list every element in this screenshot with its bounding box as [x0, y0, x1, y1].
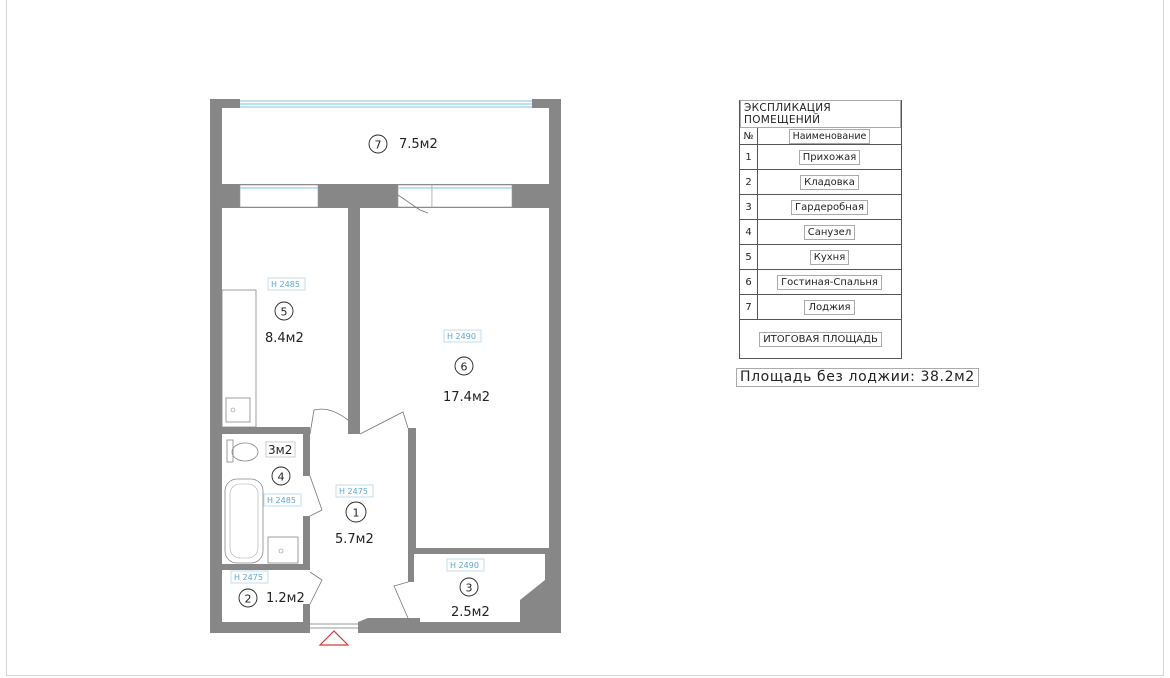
living-window — [431, 184, 513, 208]
legend-row-name: Гардеробная — [791, 199, 868, 215]
legend-header-name: Наименование — [758, 128, 901, 144]
legend-header-row: № Наименование — [740, 128, 901, 145]
wardrobe-door — [393, 581, 409, 619]
legend-row-num: 6 — [740, 270, 758, 294]
kitchen-window — [239, 184, 319, 208]
toilet-tank — [226, 439, 234, 463]
storage-top-wall — [222, 564, 310, 570]
room-3-marker — [459, 577, 479, 597]
legend-row-num: 7 — [740, 295, 758, 319]
legend-row-name: Кладовка — [800, 174, 859, 190]
legend-row-num: 5 — [740, 245, 758, 269]
legend-row-num: 1 — [740, 145, 758, 169]
room-1-number: 1 — [353, 507, 360, 520]
legend-row: 1 Прихожая — [740, 145, 901, 170]
legend-row: 4 Санузел — [740, 220, 901, 245]
room-4-marker — [271, 466, 291, 486]
legend-row: 5 Кухня — [740, 245, 901, 270]
kitchen-sink — [225, 397, 251, 423]
room-4-area: 3м2 — [268, 443, 292, 457]
bathroom-right-wall — [303, 434, 310, 476]
legend-row-num: 4 — [740, 220, 758, 244]
bathroom-sink — [267, 536, 299, 564]
legend-total-row: ИТОГОВАЯ ПЛОЩАДЬ — [740, 320, 901, 358]
legend-total-label: ИТОГОВАЯ ПЛОЩАДЬ — [759, 331, 882, 347]
room-7-area: 7.5м2 — [399, 137, 438, 152]
legend-row-name: Санузел — [803, 224, 856, 240]
legend-row-name: Гостиная-Спальня — [777, 274, 882, 290]
room-3-area: 2.5м2 — [451, 605, 490, 620]
room-4-number: 4 — [278, 471, 285, 484]
room-1-height: Н 2475 — [339, 487, 368, 496]
room-1-marker — [345, 501, 367, 523]
legend-header-num: № — [740, 128, 758, 144]
bathroom-door — [309, 475, 323, 517]
room-5-height: Н 2485 — [271, 280, 300, 289]
page-border — [6, 0, 1164, 676]
kitchen-counter — [221, 289, 257, 428]
kitchen-door — [309, 408, 349, 435]
wardrobe-top-wall — [408, 548, 549, 554]
legend-row-name: Лоджия — [804, 299, 855, 315]
legend-row-name: Прихожая — [798, 149, 861, 165]
legend-row: 6 Гостиная-Спальня — [740, 270, 901, 295]
room-7-number: 7 — [375, 139, 382, 152]
room-1-area: 5.7м2 — [335, 532, 374, 547]
legend-row-num: 3 — [740, 195, 758, 219]
room-2-number: 2 — [245, 593, 252, 606]
partition-kitchen-living — [348, 208, 360, 434]
room-3-height: Н 2490 — [450, 561, 479, 570]
room-legend-table: ЭКСПЛИКАЦИЯ ПОМЕЩЕНИЙ № Наименование 1 П… — [739, 100, 902, 359]
room-2-height: Н 2475 — [234, 573, 263, 582]
living-door — [359, 411, 409, 435]
legend-row-num: 2 — [740, 170, 758, 194]
legend-row-name: Кухня — [809, 249, 850, 265]
hall-right-wall — [408, 428, 416, 548]
legend-row: 3 Гардеробная — [740, 195, 901, 220]
room-6-marker — [454, 356, 474, 376]
toilet-icon — [231, 442, 259, 462]
legend-title: ЭКСПЛИКАЦИЯ ПОМЕЩЕНИЙ — [740, 100, 901, 128]
bathtub-icon — [224, 478, 264, 564]
room-6-height: Н 2490 — [447, 332, 476, 341]
room-6-number: 6 — [461, 361, 468, 374]
storage-door — [309, 571, 323, 605]
room-5-marker — [274, 301, 294, 321]
room-5-number: 5 — [281, 306, 288, 319]
room-7-marker — [368, 134, 388, 154]
room-5-area: 8.4м2 — [265, 331, 304, 346]
legend-row: 2 Кладовка — [740, 170, 901, 195]
kitchen-bottom-wall — [222, 427, 310, 434]
room-4-height: Н 2485 — [267, 496, 296, 505]
room-3-number: 3 — [466, 582, 473, 595]
room-6-area: 17.4м2 — [443, 390, 490, 405]
entrance-opening — [310, 622, 358, 633]
room-2-area: 1.2м2 — [266, 591, 305, 606]
area-without-loggia: Площадь без лоджии: 38.2м2 — [736, 368, 979, 387]
legend-row: 7 Лоджия — [740, 295, 901, 320]
entrance-marker — [318, 630, 350, 646]
room-2-marker — [238, 588, 258, 608]
